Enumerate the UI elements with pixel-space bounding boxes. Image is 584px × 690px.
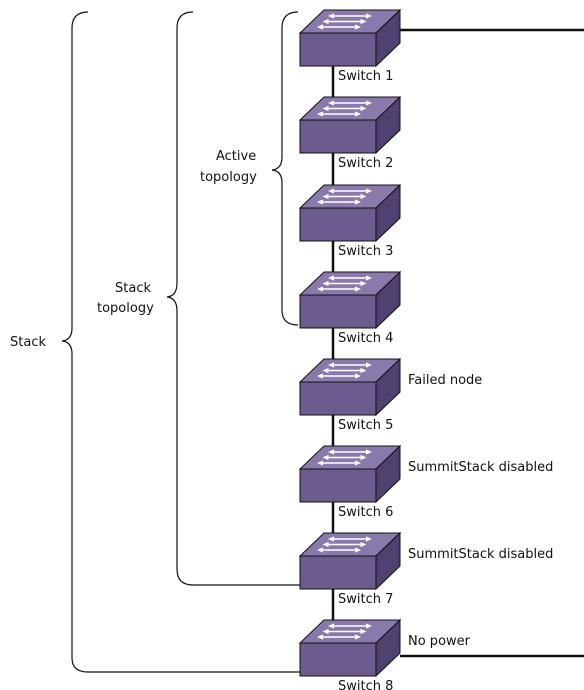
- switch-label: Switch 4: [338, 331, 393, 346]
- stack-topology-label-2: topology: [97, 301, 154, 316]
- switch-status-note: SummitStack disabled: [408, 460, 553, 475]
- switch-2: Switch 2: [298, 95, 402, 171]
- switch-6: Switch 6 SummitStack disabled: [298, 444, 553, 520]
- bidirectional-arrows-icon: [317, 623, 372, 640]
- switch-label: Switch 5: [338, 418, 393, 433]
- bidirectional-arrows-icon: [317, 275, 372, 292]
- switch-front-face: [299, 207, 377, 242]
- switch-status-note: No power: [408, 634, 471, 649]
- switch-front-face: [299, 468, 377, 503]
- stack-label: Stack: [10, 335, 46, 350]
- stack-topology-bracket: [166, 11, 300, 586]
- bidirectional-arrows-icon: [317, 13, 372, 30]
- switch-front-face: [299, 119, 377, 154]
- switch-front-face: [299, 642, 377, 677]
- bidirectional-arrows-icon: [317, 188, 372, 205]
- active-topology-label-1: Active: [216, 149, 256, 164]
- switch-front-face: [299, 294, 377, 329]
- bidirectional-arrows-icon: [317, 362, 372, 379]
- bidirectional-arrows-icon: [317, 536, 372, 553]
- switch-4: Switch 4: [298, 270, 402, 346]
- switch-list: Switch 1 Switch 2 Switch 3 Switch 4 Switch 5…: [298, 8, 553, 690]
- switch-7: Switch 7 SummitStack disabled: [298, 531, 553, 607]
- switch-status-note: Failed node: [408, 373, 482, 388]
- switch-3: Switch 3: [298, 183, 402, 259]
- switch-label: Switch 6: [338, 505, 393, 520]
- active-topology-label-2: topology: [200, 170, 257, 185]
- switch-status-note: SummitStack disabled: [408, 547, 553, 562]
- stack-topology-label-1: Stack: [115, 281, 151, 296]
- switch-label: Switch 1: [338, 69, 393, 84]
- switch-front-face: [299, 381, 377, 416]
- switch-label: Switch 7: [338, 592, 393, 607]
- switch-8: Switch 8 No power: [298, 618, 471, 690]
- bidirectional-arrows-icon: [317, 100, 372, 117]
- switch-label: Switch 8: [338, 679, 393, 690]
- bidirectional-arrows-icon: [317, 449, 372, 466]
- stack-bracket: [61, 11, 300, 673]
- switch-1: Switch 1: [298, 8, 402, 84]
- switch-5: Switch 5 Failed node: [298, 357, 482, 433]
- switch-label: Switch 3: [338, 244, 393, 259]
- switch-label: Switch 2: [338, 156, 393, 171]
- switch-front-face: [299, 32, 377, 67]
- switch-front-face: [299, 555, 377, 590]
- active-topology-bracket: [271, 11, 299, 326]
